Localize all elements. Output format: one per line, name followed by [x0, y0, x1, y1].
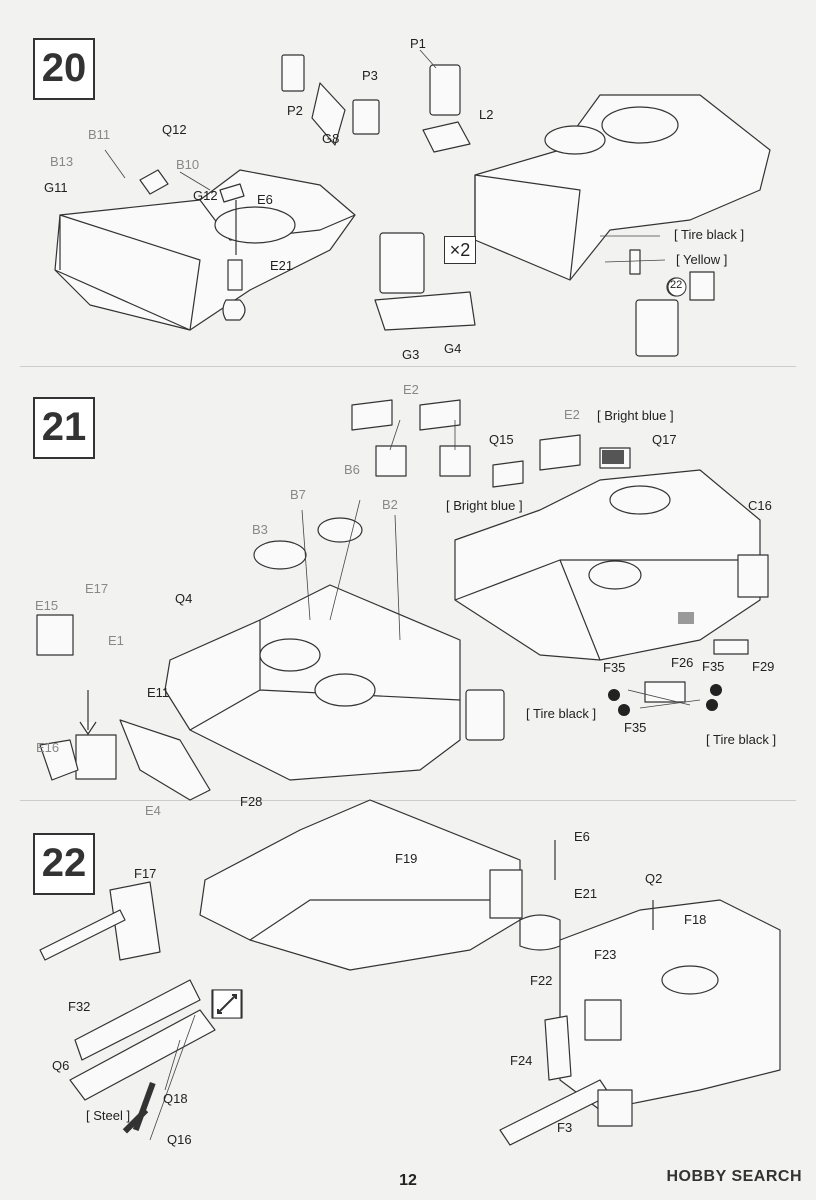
watermark: HOBBY SEARCH — [667, 1168, 803, 1186]
part-label: L2 — [479, 107, 494, 122]
part-label: Q18 — [163, 1091, 188, 1106]
part-label: F28 — [240, 794, 263, 809]
part-label: F24 — [510, 1053, 533, 1068]
paint-label: [ Tire black ] — [674, 227, 745, 242]
part-label: B10 — [176, 157, 200, 172]
page-number: 12 — [399, 1172, 417, 1189]
part-label: B7 — [290, 487, 306, 502]
paint-label: [ Bright blue ] — [446, 498, 523, 513]
part-label: Q2 — [645, 871, 663, 886]
part-label: E4 — [145, 803, 161, 818]
part-label: F35 — [702, 659, 725, 674]
part-label: Q15 — [489, 432, 514, 447]
part-label: F18 — [684, 912, 707, 927]
part-label: E6 — [257, 192, 273, 207]
part-label: P1 — [410, 36, 426, 51]
paint-reference-number: 22 — [670, 279, 683, 291]
section-divider — [20, 800, 796, 801]
paint-label: [ Tire black ] — [706, 732, 777, 747]
part-label: E21 — [270, 258, 294, 273]
part-label: F26 — [671, 655, 694, 670]
part-label: G12 — [193, 188, 218, 203]
part-label: F22 — [530, 973, 553, 988]
part-label: E2 — [564, 407, 580, 422]
part-label: Q4 — [175, 591, 193, 606]
part-label: E16 — [36, 740, 60, 755]
part-label: G11 — [44, 180, 68, 195]
part-label: Q6 — [52, 1058, 70, 1073]
part-label: P3 — [362, 68, 378, 83]
part-label: Q12 — [162, 122, 187, 137]
part-label: E1 — [108, 633, 124, 648]
part-label: E17 — [85, 581, 109, 596]
part-label: Q16 — [167, 1132, 192, 1147]
multiplier-badge: ×2 — [444, 236, 476, 264]
part-label: F35 — [624, 720, 647, 735]
part-label: E11 — [147, 685, 170, 700]
paint-label: [ Steel ] — [86, 1108, 131, 1123]
part-label: B2 — [382, 497, 398, 512]
step-20-number: 20 — [33, 38, 95, 100]
watermark-text: HOBBY SEARCH — [666, 1168, 802, 1185]
part-label: C16 — [748, 498, 772, 513]
step-22-number: 22 — [33, 833, 95, 895]
part-label: B11 — [88, 127, 111, 142]
part-label: Q17 — [652, 432, 677, 447]
paint-label: [ Bright blue ] — [597, 408, 674, 423]
step-21-number: 21 — [33, 397, 95, 459]
part-label: G8 — [322, 131, 340, 146]
part-label: B3 — [252, 522, 268, 537]
paint-label: [ Tire black ] — [526, 706, 597, 721]
part-label: F19 — [395, 851, 418, 866]
part-label: F23 — [594, 947, 617, 962]
part-label: B6 — [344, 462, 360, 477]
part-label: G3 — [402, 347, 420, 362]
part-label: E6 — [574, 829, 590, 844]
part-label: F35 — [603, 660, 626, 675]
paint-label: [ Yellow ] — [676, 252, 728, 267]
part-label: F29 — [752, 659, 775, 674]
part-label: G4 — [444, 341, 462, 356]
section-divider — [20, 366, 796, 367]
part-label: F32 — [68, 999, 91, 1014]
part-label: F17 — [134, 866, 157, 881]
part-label: B13 — [50, 154, 74, 169]
part-label: E15 — [35, 598, 59, 613]
part-label: E21 — [574, 886, 598, 901]
part-label: P2 — [287, 103, 303, 118]
part-label: F3 — [557, 1120, 573, 1135]
part-label: E2 — [403, 382, 419, 397]
